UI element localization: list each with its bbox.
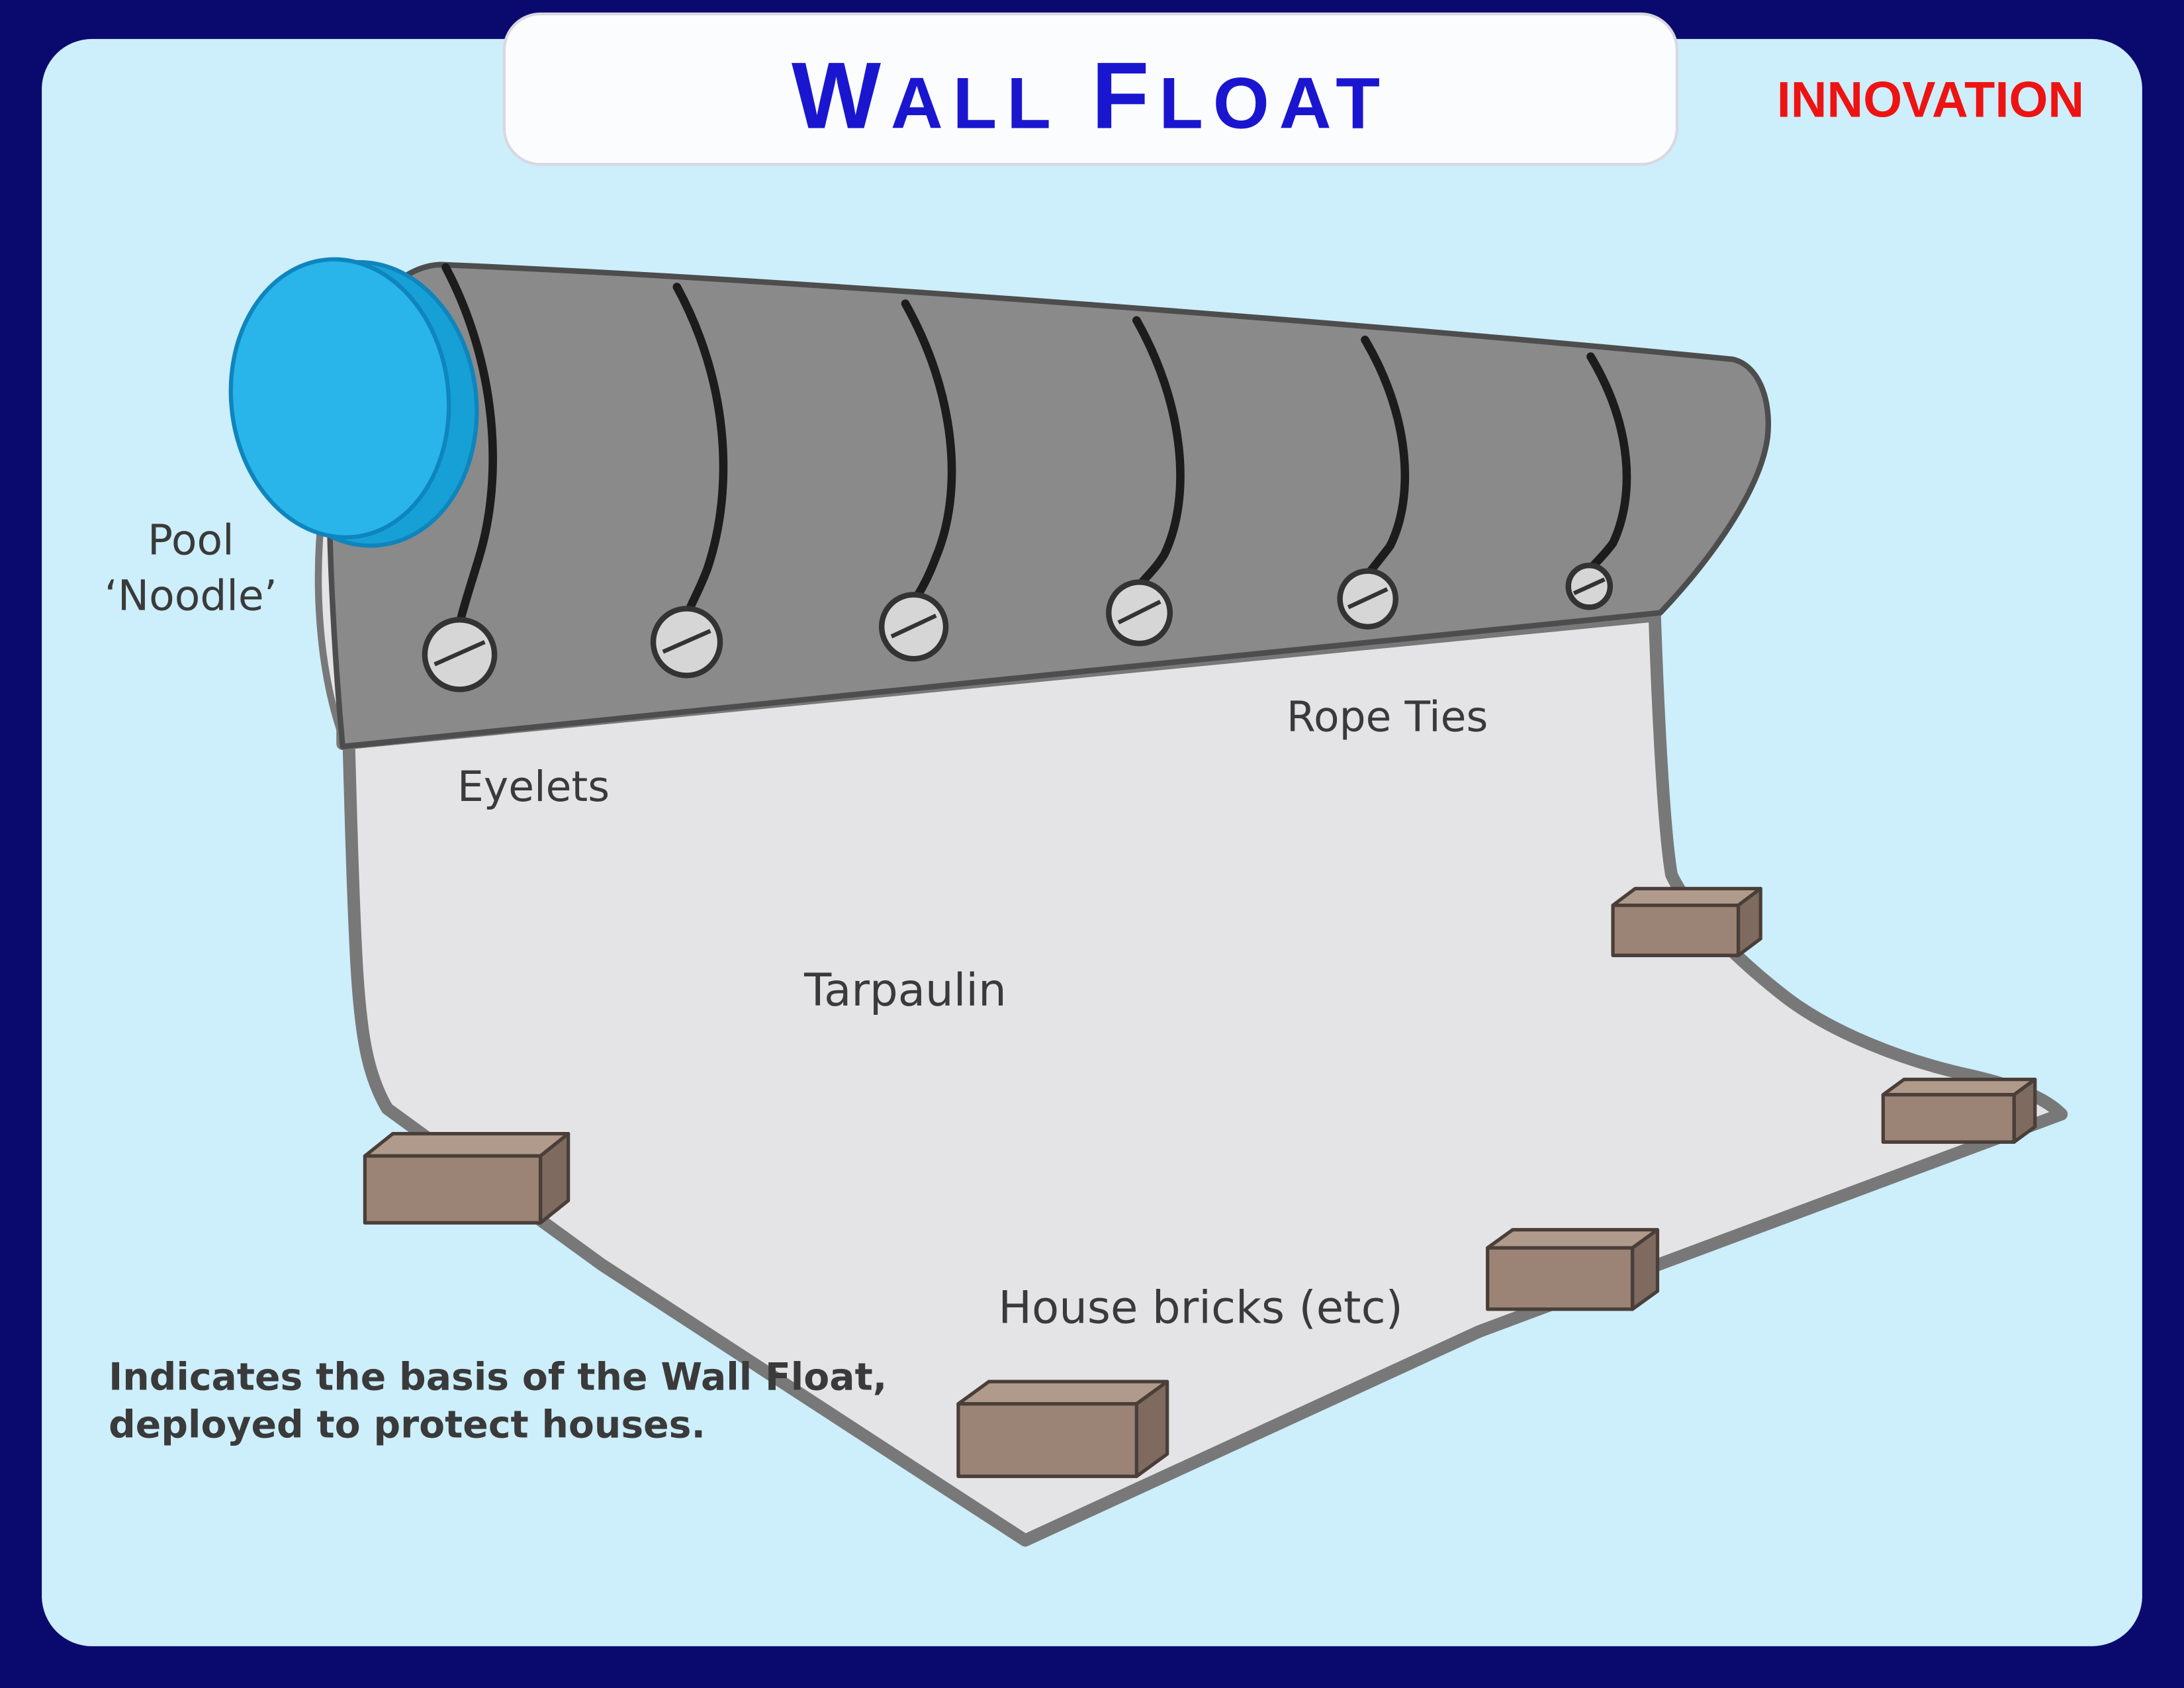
- brick-right-upper-top-face: [1611, 886, 1762, 908]
- title-part-2: ALL: [891, 64, 1061, 144]
- title-part-1: W: [792, 43, 891, 149]
- tarpaulin-sheet: [336, 526, 2068, 1547]
- brick-mid-right-front-face: [1486, 1246, 1635, 1311]
- eyelets-group: [422, 563, 1614, 692]
- pool-noodle-face: [228, 257, 451, 539]
- eyelet-2: [650, 606, 723, 679]
- label-house-bricks: House bricks (etc): [998, 1282, 1402, 1334]
- caption-line1: Indicates the basis of the Wall Float,: [109, 1356, 887, 1399]
- rope-tie-5: [1361, 336, 1410, 575]
- eyelet-3: [878, 592, 949, 662]
- eyelet-1: [422, 617, 498, 692]
- eyelet-4: [1106, 579, 1173, 647]
- innovation-badge: INNOVATION: [1777, 72, 2084, 128]
- brick-far-right-front-face: [1881, 1093, 2016, 1144]
- brick-mid-right: [1486, 1228, 1660, 1311]
- brick-bottom-front-face: [956, 1402, 1138, 1478]
- brick-right-upper-front-face: [1611, 903, 1741, 957]
- rope-tie-2: [672, 283, 728, 618]
- brick-right-upper: [1611, 886, 1762, 957]
- label-tarpaulin: Tarpaulin: [803, 964, 1007, 1016]
- title-part-4: LOAT: [1159, 64, 1390, 144]
- page-title: WALL FLOAT: [792, 43, 1390, 149]
- eyelet-6: [1565, 563, 1614, 610]
- brick-left: [363, 1131, 570, 1225]
- label-pool-line1: Pool: [148, 515, 234, 564]
- brick-left-front-face: [363, 1154, 543, 1225]
- label-rope-ties: Rope Ties: [1287, 692, 1488, 741]
- brick-bottom: [956, 1380, 1169, 1478]
- label-pool-line2: ‘Noodle’: [105, 571, 277, 620]
- brick-far-right-top-face: [1881, 1077, 2037, 1097]
- caption-line2: deployed to protect houses.: [109, 1403, 705, 1446]
- rope-tie-6: [1586, 352, 1631, 573]
- rope-tie-3: [901, 299, 956, 604]
- brick-far-right: [1881, 1077, 2037, 1144]
- label-eyelets: Eyelets: [457, 762, 610, 811]
- rope-ties-group: [441, 263, 1631, 628]
- rope-tie-1: [441, 263, 497, 628]
- brick-bottom-top-face: [956, 1380, 1169, 1406]
- title-tab: [502, 12, 1679, 166]
- eyelet-5: [1337, 568, 1399, 630]
- brick-left-top-face: [363, 1131, 570, 1158]
- rope-tie-4: [1132, 316, 1185, 586]
- brick-mid-right-top-face: [1486, 1228, 1660, 1250]
- pool-noodle: [228, 257, 479, 548]
- title-part-3: F: [1091, 43, 1159, 149]
